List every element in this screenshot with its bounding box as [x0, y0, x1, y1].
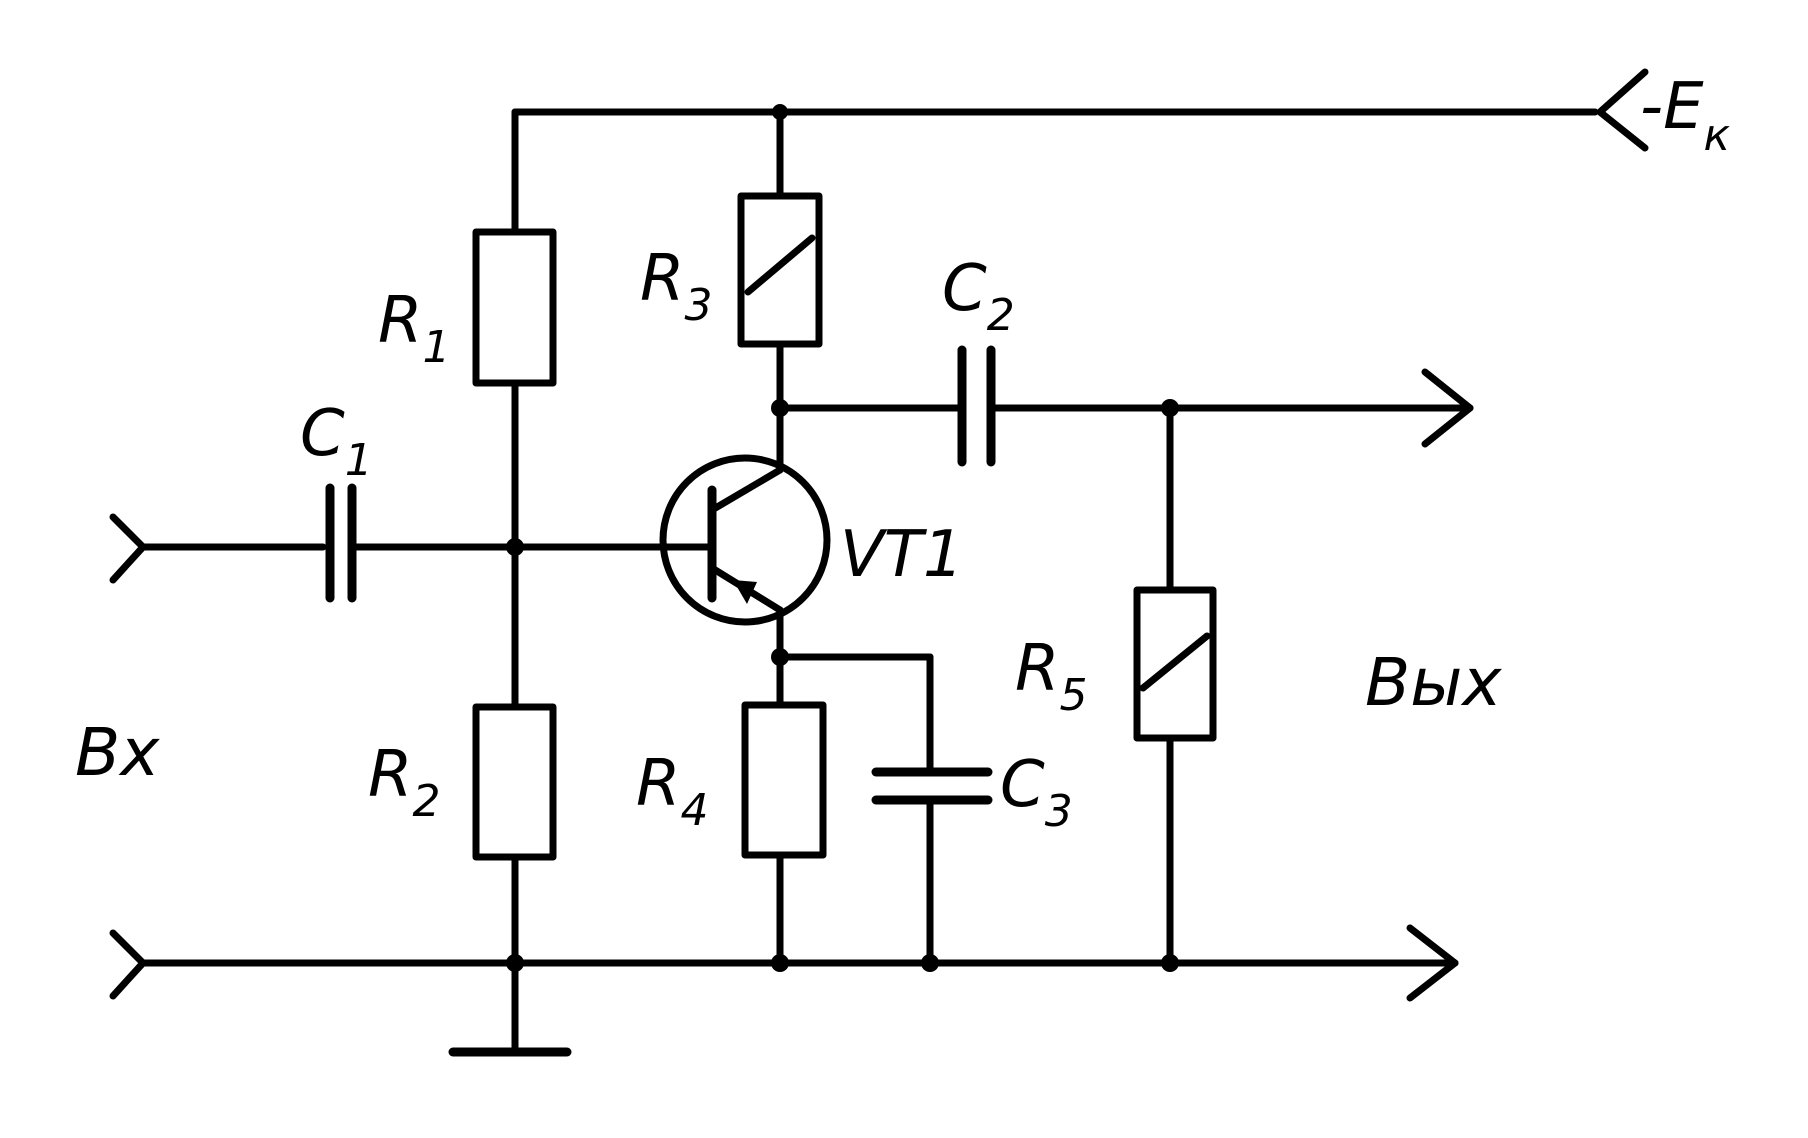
resistor-r2 [472, 703, 557, 861]
junction-rail-collector [772, 104, 788, 120]
label-r4: R4 [636, 747, 708, 836]
junction-ground-r4 [771, 954, 789, 972]
wires [139, 108, 1599, 1052]
transistor-vt1 [659, 454, 831, 626]
resistor-r3 [737, 192, 823, 348]
junction-collector [771, 399, 789, 417]
output-arrow-top [1421, 368, 1474, 448]
output-arrow-bottom [1406, 924, 1459, 1002]
junction-ground-r5 [1161, 954, 1179, 972]
label-r1: R1 [378, 284, 450, 373]
junction-ground-c3 [921, 954, 939, 972]
junction-emitter [771, 648, 789, 666]
transistor-collector-lead [708, 466, 784, 514]
resistor-r5 [1133, 586, 1217, 742]
labels: R1 R2 R3 R4 R5 C1 C2 C3 VT1 Вх Вых -Eк [75, 70, 1731, 837]
resistors [472, 192, 1217, 861]
input-terminal-chevron [109, 513, 147, 584]
capacitors [325, 345, 996, 805]
junction-ground-r2 [506, 954, 524, 972]
label-c3: C3 [1000, 748, 1073, 837]
transistor-emitter-arrow [733, 580, 757, 604]
junction-output-r5 [1161, 399, 1179, 417]
supply-terminal-chevron [1596, 68, 1649, 152]
terminals [109, 68, 1649, 1057]
transistor-envelope [659, 454, 831, 626]
resistor-r4 [741, 701, 827, 859]
label-vt1: VT1 [840, 518, 964, 592]
label-input: Вх [75, 714, 160, 791]
label-r3: R3 [640, 242, 712, 331]
junction-base [506, 538, 524, 556]
resistor-r1 [472, 228, 557, 387]
label-supply: -Eк [1640, 70, 1731, 161]
label-c1: C1 [300, 397, 373, 486]
label-r5: R5 [1015, 632, 1087, 721]
label-output: Вых [1365, 644, 1502, 721]
ground-terminal-chevron [109, 929, 147, 1000]
resistor-r5-variable-mark [1139, 632, 1211, 692]
label-r2: R2 [368, 738, 440, 827]
label-c2: C2 [942, 252, 1015, 341]
junctions [506, 104, 1179, 972]
resistor-r3-variable-mark [744, 234, 816, 296]
